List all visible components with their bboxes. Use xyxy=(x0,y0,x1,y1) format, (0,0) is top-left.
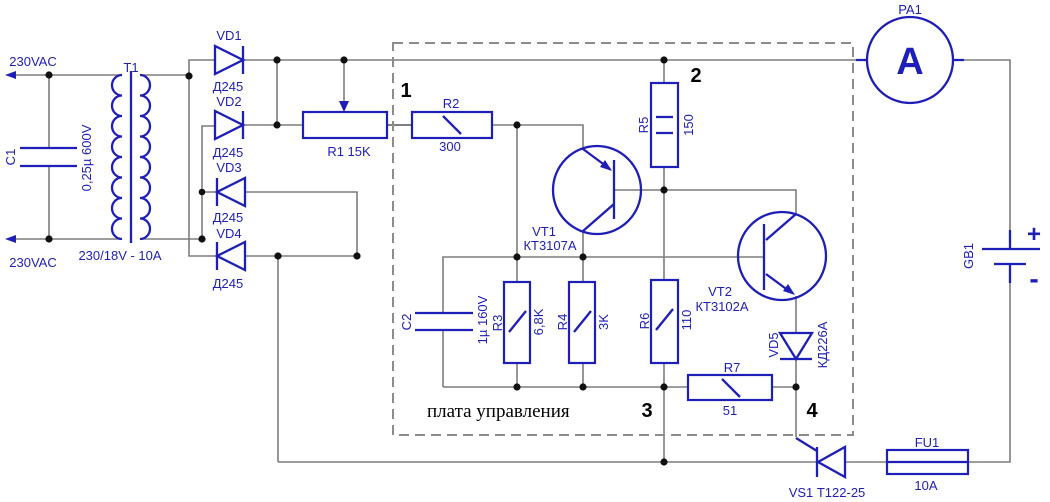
resistor-r7-symbol xyxy=(686,373,774,402)
r3-value-label: 6,8K xyxy=(531,308,546,335)
c1-ref-label: C1 xyxy=(3,149,18,166)
control-board-label: плата управления xyxy=(427,401,570,422)
node-2-label: 2 xyxy=(690,65,701,87)
pnp-emitter-arrow-icon xyxy=(600,160,612,171)
r4-value-label: 3K xyxy=(596,314,611,330)
thyristor-vs1-symbol xyxy=(795,437,847,479)
vd1-value-label: Д245 xyxy=(213,79,244,94)
vs1-label: VS1 Т122-25 xyxy=(789,485,866,500)
resistor-r1-symbol xyxy=(301,110,389,140)
vd3-value-label: Д245 xyxy=(213,210,244,225)
diode-vd2-symbol xyxy=(213,109,246,141)
r6-value-label: 110 xyxy=(679,310,694,331)
vd3-ref-label: VD3 xyxy=(216,160,241,175)
c1-value-label: 0,25µ 600V xyxy=(79,124,94,191)
secondary-winding xyxy=(139,73,152,241)
vd1-ref-label: VD1 xyxy=(216,28,241,43)
wire-ac1-to-vd1-vd4 xyxy=(188,59,217,257)
wire-battery-ammeter xyxy=(953,59,1011,230)
wire-r2-vt1-emitter xyxy=(492,124,584,150)
r7-value-label: 51 xyxy=(723,403,737,418)
fu1-value-label: 10A xyxy=(914,478,937,493)
gb1-minus-label: - xyxy=(1029,263,1038,294)
diode-vd4-symbol xyxy=(214,240,247,272)
vd4-value-label: Д245 xyxy=(213,276,244,291)
wire-vd3-vd4-anodes xyxy=(245,191,358,257)
c2-ref-label: C2 xyxy=(399,314,414,331)
vd5-value-label: КД226А xyxy=(815,321,830,368)
node-4-label: 4 xyxy=(806,400,818,422)
primary-winding xyxy=(110,73,123,241)
vd2-ref-label: VD2 xyxy=(216,94,241,109)
control-board-outline xyxy=(392,42,854,436)
wire-ac2-to-vd2-vd3 xyxy=(140,125,217,240)
r4-ref-label: R4 xyxy=(555,314,570,331)
pa1-meter-letter: A xyxy=(896,41,923,83)
fuse-fu1-symbol xyxy=(885,448,970,476)
r1-label: R1 15K xyxy=(327,144,371,159)
ac-top-label: 230VAC xyxy=(9,54,56,69)
vt1-ref-label: VT1 xyxy=(532,224,556,239)
gb1-ref-label: GB1 xyxy=(961,243,976,269)
wire-vd2-cathode-r1 xyxy=(243,60,303,126)
wire-resistor-bottoms xyxy=(516,363,665,387)
resistor-r3-symbol xyxy=(502,280,532,365)
resistor-r2-symbol xyxy=(410,110,494,140)
ammeter-pa1-symbol xyxy=(856,15,964,105)
diode-vd1-symbol xyxy=(213,44,246,76)
t1-ref-label: T1 xyxy=(123,60,138,75)
transistor-vt2-symbol xyxy=(736,210,828,302)
wire-vt1base-vt2collector xyxy=(615,189,797,214)
wires xyxy=(14,59,1011,463)
ac-bottom-label: 230VAC xyxy=(9,255,56,270)
r2-value-label: 300 xyxy=(439,139,461,154)
arrow-left-icon xyxy=(5,71,16,79)
transformer-t1-symbol xyxy=(110,71,152,243)
r7-ref-label: R7 xyxy=(724,360,741,375)
battery-gb1-symbol xyxy=(982,230,1040,283)
ac-input-arrows xyxy=(5,71,16,243)
npn-emitter-arrow-icon xyxy=(783,284,795,295)
r5-value-label: 150 xyxy=(681,114,696,136)
node-3-label: 3 xyxy=(641,400,652,422)
vd4-ref-label: VD4 xyxy=(216,226,241,241)
resistor-r5-symbol xyxy=(649,81,680,169)
fu1-ref-label: FU1 xyxy=(915,435,940,450)
capacitor-c1-symbol xyxy=(20,146,77,168)
resistor-r4-symbol xyxy=(567,280,597,365)
resistor-r6-symbol xyxy=(649,278,680,365)
t1-value-label: 230/18V - 10A xyxy=(78,248,161,263)
c2-value-label: 1µ 160V xyxy=(475,295,490,344)
r3-ref-label: R3 xyxy=(490,315,505,332)
r5-ref-label: R5 xyxy=(636,117,651,134)
r6-ref-label: R6 xyxy=(637,313,652,330)
vd2-value-label: Д245 xyxy=(213,145,244,160)
pa1-ref-label: PA1 xyxy=(898,2,922,17)
diode-vd3-symbol xyxy=(214,176,247,208)
wire-base-line-c2 xyxy=(442,256,763,387)
transistor-vt1-symbol xyxy=(551,144,643,236)
r2-ref-label: R2 xyxy=(443,96,460,111)
vd5-ref-label: VD5 xyxy=(766,332,781,357)
diode-vd5-symbol xyxy=(777,331,815,362)
junction-dots xyxy=(45,56,800,466)
capacitor-c2-symbol xyxy=(415,311,473,332)
vt1-value-label: КТ3107А xyxy=(523,238,576,253)
vt2-ref-label: VT2 xyxy=(708,284,732,299)
r1-wiper-arrow-icon xyxy=(339,101,349,112)
node-1-label: 1 xyxy=(400,80,411,102)
arrow-left-icon xyxy=(5,235,16,243)
vt2-value-label: КТ3102А xyxy=(695,299,748,314)
gb1-plus-label: + xyxy=(1027,221,1041,248)
